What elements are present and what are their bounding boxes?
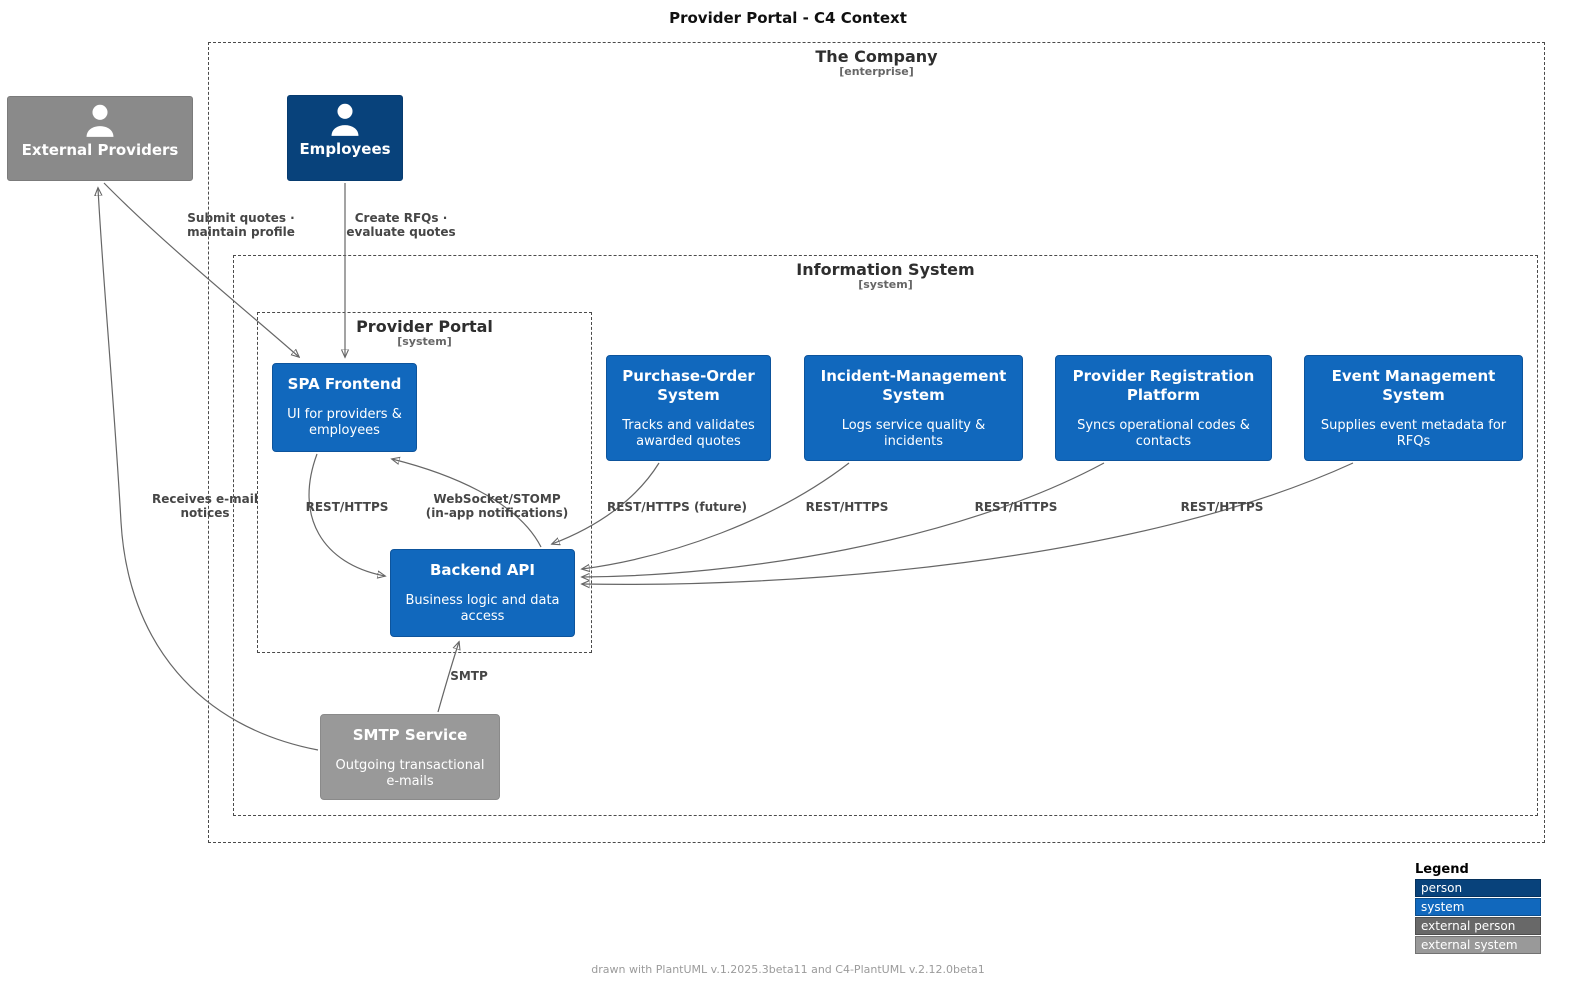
arrow-backend-to-spa-websocket [392, 459, 542, 548]
arrow-provider-registration-to-backend [582, 462, 1105, 577]
system-incident-management: Incident-Management System Logs service … [804, 355, 1023, 461]
provider-registration-desc: Syncs operational codes & contacts [1077, 417, 1250, 449]
legend: Legend person system external person ext… [1415, 862, 1541, 955]
backend-api-desc: Business logic and data access [405, 592, 560, 624]
incident-management-title: Incident-Management System [820, 367, 1007, 404]
rel-label-create-rfqs: Create RFQs · evaluate quotes [346, 211, 456, 240]
arrow-purchase-order-to-backend [552, 462, 660, 544]
boundary-the-company-type: [enterprise] [839, 65, 914, 79]
rel-label-submit-quotes: Submit quotes · maintain profile [187, 211, 295, 240]
generator-footer: drawn with PlantUML v.1.2025.3beta11 and… [591, 963, 985, 976]
rel-label-incident-rest: REST/HTTPS [805, 500, 889, 514]
legend-row-system: system [1415, 898, 1541, 916]
system-event-management: Event Management System Supplies event m… [1304, 355, 1523, 461]
system-purchase-order: Purchase-Order System Tracks and validat… [606, 355, 771, 461]
arrow-incident-management-to-backend [582, 462, 850, 569]
smtp-service-desc: Outgoing transactional e-mails [335, 757, 485, 789]
boundary-the-company-label: The Company [815, 47, 938, 66]
incident-management-desc: Logs service quality & incidents [841, 417, 986, 449]
boundary-information-system-type: [system] [858, 278, 913, 292]
legend-row-person: person [1415, 879, 1541, 897]
arrow-event-management-to-backend [582, 462, 1354, 584]
person-icon [331, 103, 359, 136]
boundary-the-company: The Company [enterprise] [208, 42, 1545, 843]
rel-label-purchase-rest: REST/HTTPS (future) [606, 500, 748, 514]
boundary-provider-portal-label: Provider Portal [356, 317, 493, 336]
rel-label-event-rest: REST/HTTPS [1180, 500, 1264, 514]
backend-api-title: Backend API [429, 561, 535, 579]
boundary-information-system: Information System [system] [233, 255, 1538, 816]
person-external-providers: External Providers [7, 96, 193, 181]
smtp-service-title: SMTP Service [352, 726, 468, 744]
system-backend-api: Backend API Business logic and data acce… [390, 549, 575, 637]
external-providers-label: External Providers [21, 141, 179, 159]
system-spa-frontend: SPA Frontend UI for providers & employee… [272, 363, 417, 452]
system-smtp-service: SMTP Service Outgoing transactional e-ma… [320, 714, 500, 800]
boundary-provider-portal-type: [system] [397, 335, 452, 349]
person-employees: Employees [287, 95, 403, 181]
rel-label-receives-email: Receives e-mail notices [152, 492, 258, 521]
legend-title: Legend [1415, 862, 1469, 877]
legend-row-external-system: external system [1415, 936, 1541, 954]
spa-frontend-title: SPA Frontend [287, 375, 402, 393]
arrow-smtp-to-backend [437, 642, 459, 713]
boundary-provider-portal: Provider Portal [system] [257, 312, 592, 653]
boundary-information-system-label: Information System [796, 260, 975, 279]
rel-label-registration-rest: REST/HTTPS [974, 500, 1058, 514]
rel-label-spa-rest: REST/HTTPS [305, 500, 389, 514]
rel-label-websocket: WebSocket/STOMP (in-app notifications) [425, 492, 569, 521]
provider-registration-title: Provider Registration Platform [1072, 367, 1255, 404]
boundary-provider-portal-head: Provider Portal [system] [258, 317, 591, 349]
purchase-order-desc: Tracks and validates awarded quotes [622, 417, 755, 449]
spa-frontend-desc: UI for providers & employees [287, 406, 402, 438]
legend-row-external-person: external person [1415, 917, 1541, 935]
boundary-the-company-head: The Company [enterprise] [209, 47, 1544, 79]
employees-label: Employees [299, 140, 391, 158]
arrow-spa-to-backend [308, 453, 385, 576]
arrow-external-providers-to-spa [103, 182, 299, 357]
rel-label-smtp: SMTP [450, 669, 488, 683]
person-icon [86, 104, 114, 137]
diagram-title: Provider Portal - C4 Context [669, 9, 907, 27]
system-provider-registration: Provider Registration Platform Syncs ope… [1055, 355, 1272, 461]
purchase-order-title: Purchase-Order System [622, 367, 755, 404]
event-management-title: Event Management System [1331, 367, 1496, 404]
boundary-information-system-head: Information System [system] [234, 260, 1537, 292]
event-management-desc: Supplies event metadata for RFQs [1320, 417, 1507, 449]
arrow-smtp-to-external-providers [98, 188, 319, 751]
